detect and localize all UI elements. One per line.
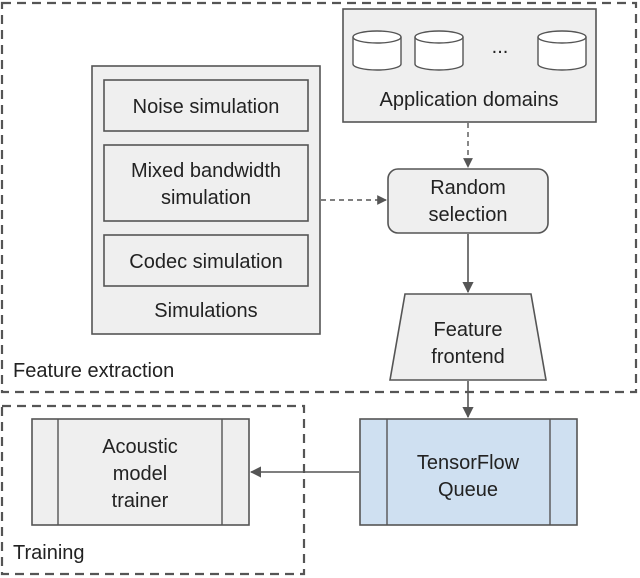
random-selection-box bbox=[387, 168, 549, 234]
codec-simulation-label: Codec simulation bbox=[129, 251, 282, 273]
feature-frontend-label: Feature bbox=[434, 319, 503, 341]
training-region bbox=[0, 404, 306, 576]
database-icon bbox=[352, 30, 402, 71]
acoustic-model-trainer-label: Acoustic bbox=[102, 436, 178, 458]
training-label: Training bbox=[13, 542, 85, 564]
mixed-bandwidth-simulation-box bbox=[103, 144, 309, 222]
tensorflow-queue-box bbox=[359, 418, 578, 526]
noise-simulation-box bbox=[103, 79, 309, 132]
codec-simulation-box bbox=[103, 234, 309, 287]
feature-frontend-label: frontend bbox=[431, 346, 504, 368]
acoustic-model-trainer-label: model bbox=[113, 463, 167, 485]
acoustic-model-trainer-box bbox=[31, 418, 250, 526]
tensorflow-queue-label: TensorFlow bbox=[417, 452, 520, 474]
noise-simulation-label: Noise simulation bbox=[133, 96, 280, 118]
mixed-bandwidth-label: Mixed bandwidth bbox=[131, 160, 281, 182]
acoustic-model-trainer-label: trainer bbox=[112, 490, 169, 512]
feature-extraction-label: Feature extraction bbox=[13, 360, 174, 382]
random-selection-label: Random bbox=[430, 177, 506, 199]
database-icon bbox=[414, 30, 464, 71]
database-icon bbox=[537, 30, 587, 71]
tensorflow-queue-label: Queue bbox=[438, 479, 498, 501]
application-domains-label: Application domains bbox=[380, 89, 559, 111]
simulations-label: Simulations bbox=[154, 300, 257, 322]
random-selection-label: selection bbox=[429, 204, 508, 226]
mixed-bandwidth-label: simulation bbox=[161, 187, 251, 209]
feature-extraction-region bbox=[0, 1, 638, 394]
feature-frontend-shape bbox=[389, 293, 547, 381]
domains-ellipsis: ... bbox=[492, 36, 509, 58]
